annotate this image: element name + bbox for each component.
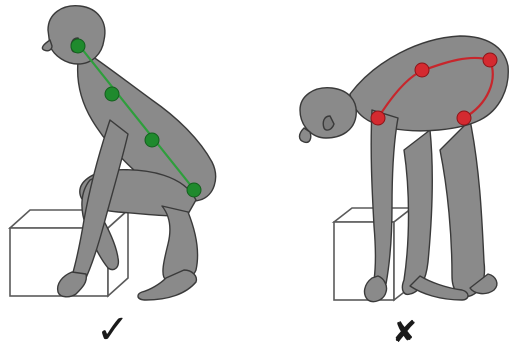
spine-joint-mid-back [145, 133, 159, 147]
spine-joint-upper-back [105, 87, 119, 101]
cross-mark-icon: ✘ [392, 318, 417, 348]
spine-joint-upper-back [415, 63, 429, 77]
check-mark-icon: ✓ [96, 310, 130, 350]
spine-joint-lower-back [483, 53, 497, 67]
correct-lift-panel [10, 6, 216, 300]
spine-joint-neck [71, 39, 85, 53]
spine-joint-lower-back [187, 183, 201, 197]
spine-joint-neck [371, 111, 385, 125]
spine-joint-hip [457, 111, 471, 125]
incorrect-lift-panel [300, 36, 509, 302]
